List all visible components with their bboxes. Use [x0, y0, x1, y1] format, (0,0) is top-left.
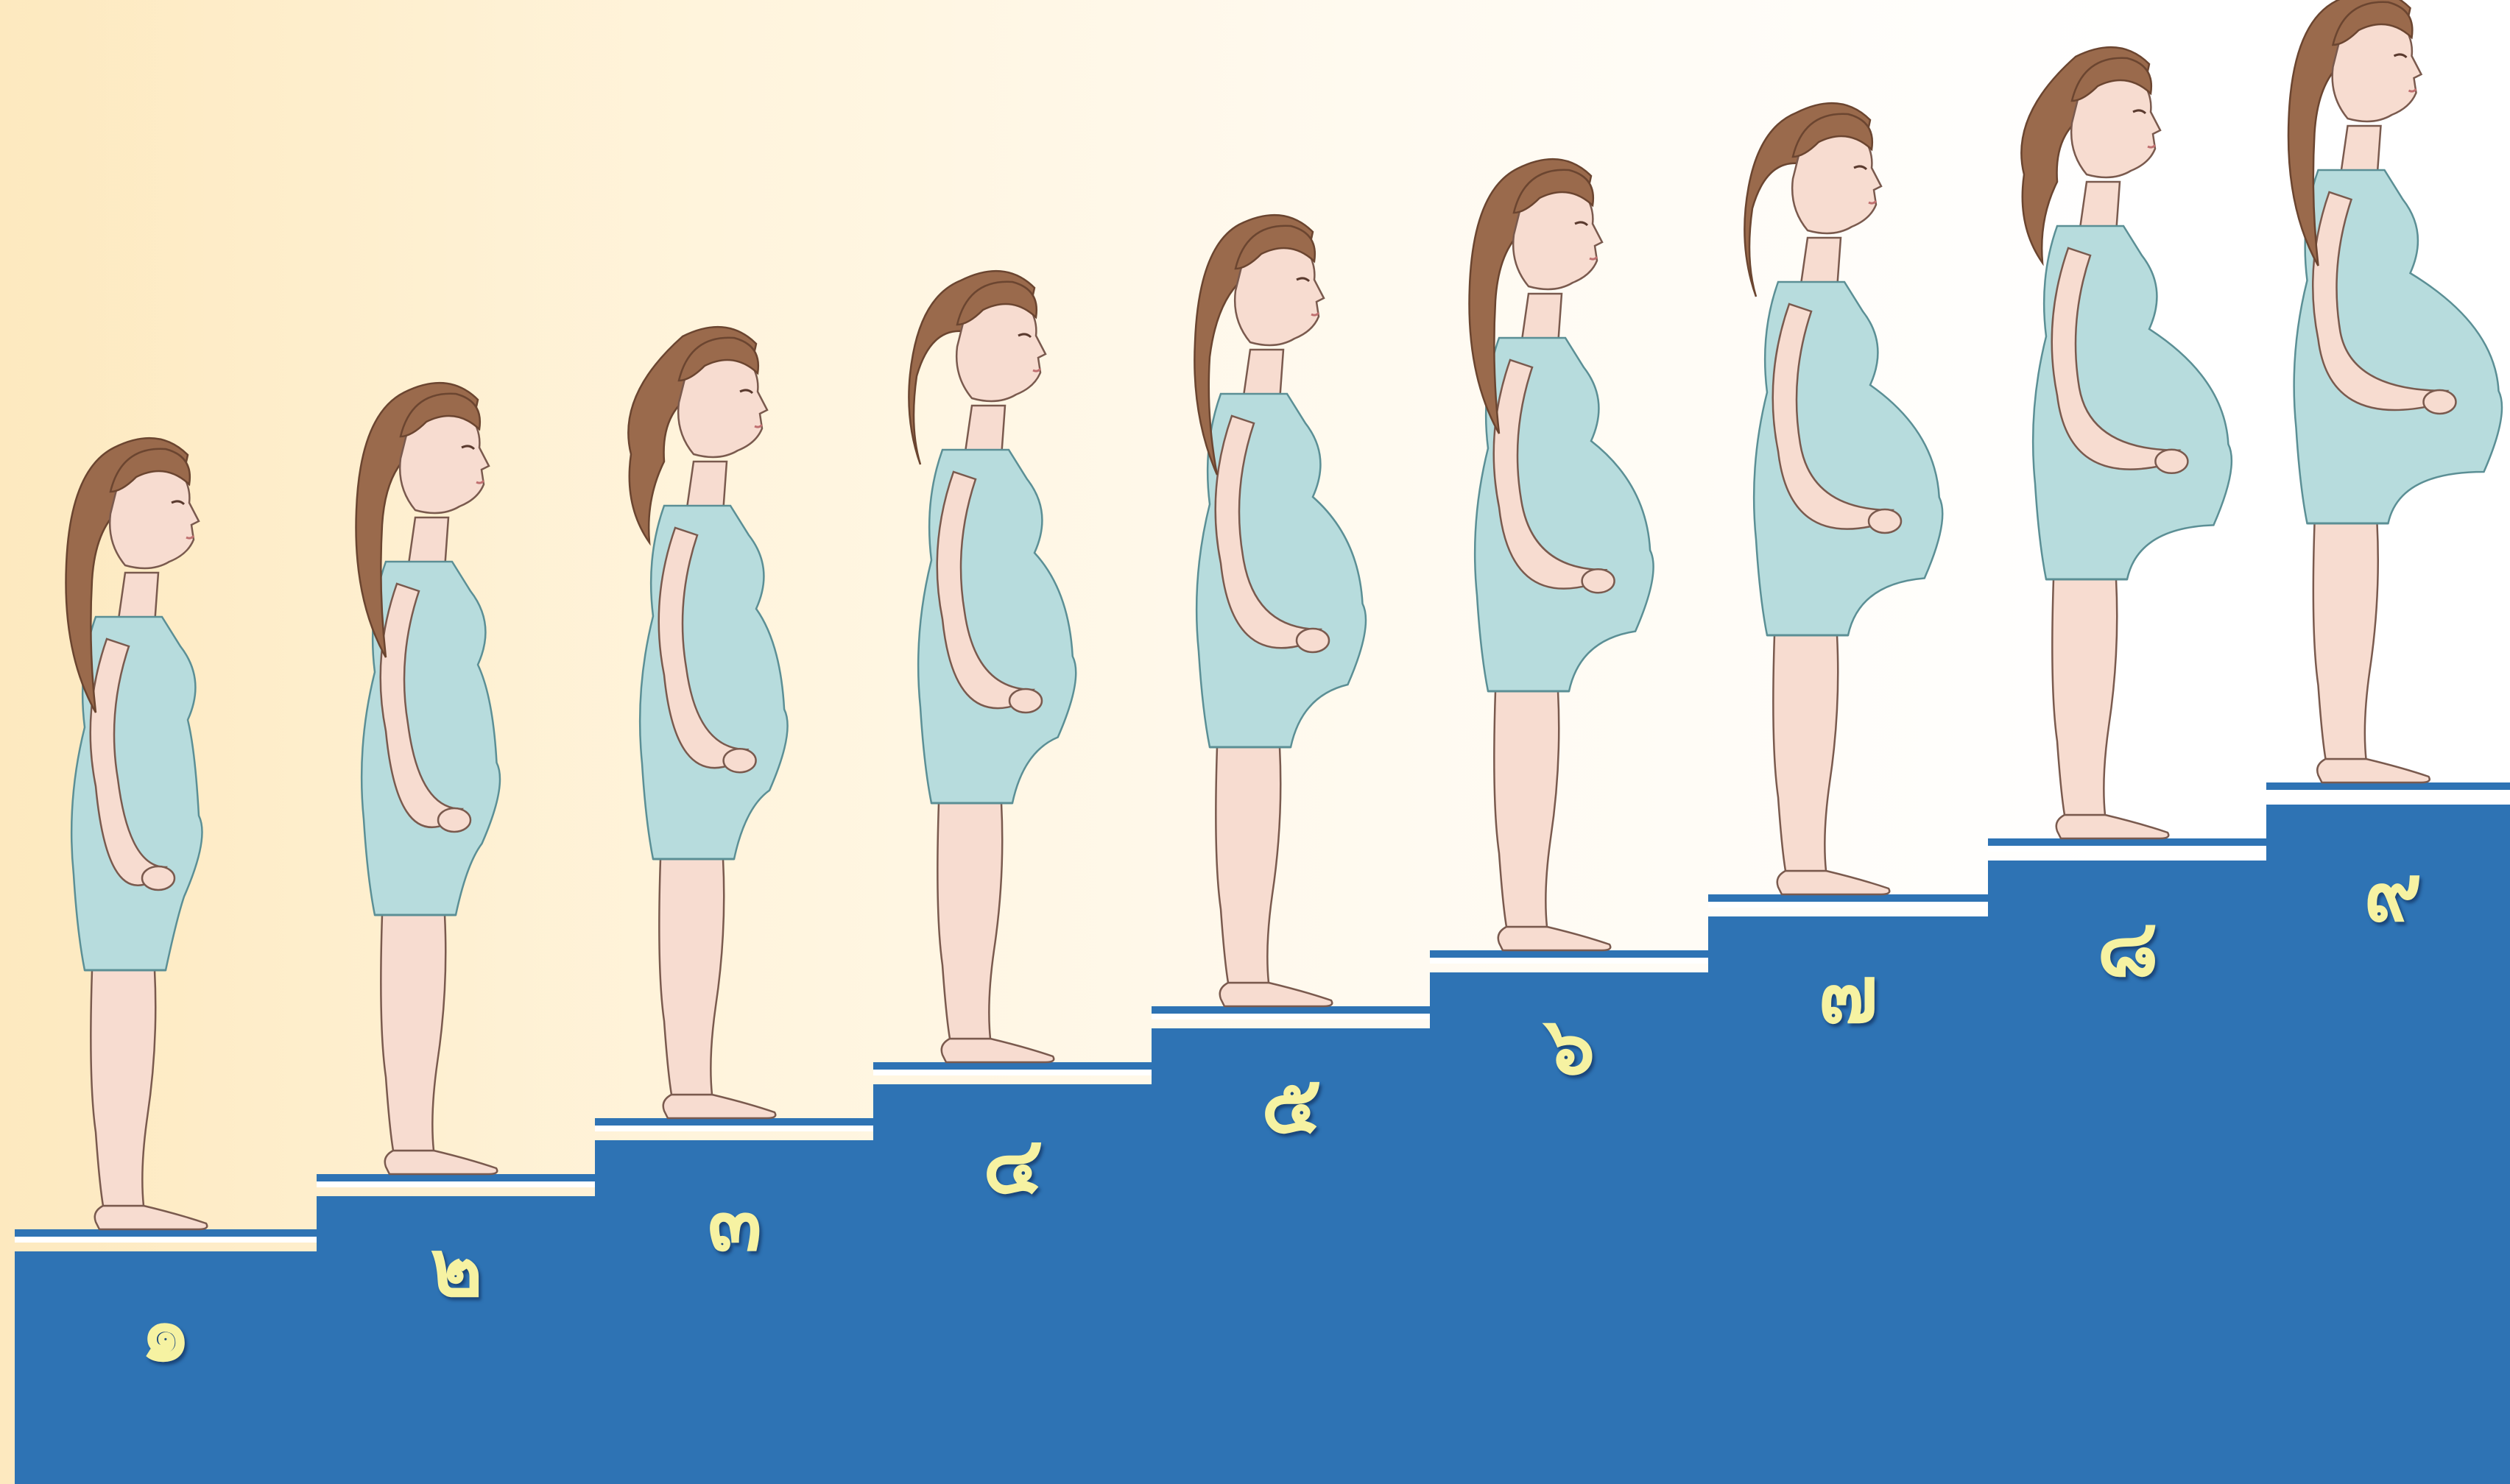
- legs: [2052, 579, 2117, 815]
- stair-nosing: [15, 1229, 317, 1237]
- hand: [724, 749, 756, 772]
- hand: [1009, 689, 1042, 713]
- legs: [2313, 523, 2378, 759]
- hand: [1582, 569, 1615, 593]
- stair-nosing: [1430, 950, 1708, 958]
- month-numeral-6: ๖: [1481, 1007, 1658, 1086]
- feet: [663, 1095, 776, 1118]
- pregnant-woman-month-4: [909, 271, 1076, 1062]
- stair-stripe: [1152, 1014, 1430, 1020]
- stair-nosing: [595, 1118, 873, 1126]
- legs: [1216, 747, 1280, 983]
- legs: [1494, 691, 1559, 927]
- feet: [1777, 871, 1890, 894]
- month-numeral-4: ๔: [925, 1126, 1101, 1206]
- feet: [942, 1039, 1054, 1062]
- pregnant-woman-month-2: [356, 383, 501, 1174]
- stair-nosing: [317, 1174, 595, 1181]
- feet: [95, 1206, 208, 1229]
- month-numeral-1: ๑: [77, 1294, 254, 1374]
- stair-stripe: [1430, 958, 1708, 964]
- month-numeral-5: ๕: [1203, 1066, 1380, 1145]
- pregnant-woman-month-5: [1194, 215, 1366, 1006]
- hand: [1869, 509, 1901, 533]
- pregnant-woman-month-6: [1470, 159, 1654, 950]
- stair-stripe: [15, 1237, 317, 1243]
- month-numeral-3: ๓: [646, 1184, 823, 1263]
- stair-stripe: [595, 1126, 873, 1131]
- hand: [1297, 629, 1329, 652]
- dress: [640, 506, 787, 859]
- feet: [2056, 815, 2169, 838]
- month-numeral-2: ๒: [368, 1229, 545, 1309]
- month-numeral-9: ๙: [2305, 854, 2481, 933]
- legs: [659, 859, 724, 1095]
- stair-stripe: [1708, 902, 1988, 908]
- stair-stripe: [1988, 846, 2266, 852]
- feet: [1498, 927, 1611, 950]
- legs: [937, 803, 1002, 1039]
- hand: [2155, 450, 2188, 473]
- month-numeral-7: ๗: [1760, 955, 1936, 1035]
- stair-nosing: [1152, 1006, 1430, 1014]
- stair-stripe: [317, 1181, 595, 1187]
- pregnant-woman-month-3: [628, 327, 787, 1118]
- stair-nosing: [873, 1062, 1152, 1070]
- stair-nosing: [1988, 838, 2266, 846]
- stair-nosing: [2266, 782, 2510, 790]
- dress: [918, 450, 1076, 803]
- legs: [381, 915, 445, 1151]
- stair-stripe: [2266, 790, 2510, 796]
- stair-stripe: [873, 1070, 1152, 1075]
- hand: [142, 866, 174, 890]
- feet: [2317, 759, 2430, 782]
- feet: [385, 1151, 498, 1174]
- pregnant-woman-month-8: [2021, 47, 2232, 838]
- legs: [1773, 635, 1838, 871]
- pregnant-woman-month-1: [66, 438, 208, 1229]
- pregnant-woman-month-9: [2288, 0, 2502, 782]
- feet: [1220, 983, 1333, 1006]
- pregnant-woman-month-7: [1744, 103, 1942, 894]
- hand: [438, 808, 470, 832]
- legs: [91, 970, 155, 1206]
- hand: [2424, 390, 2456, 414]
- month-numeral-8: ๘: [2040, 909, 2216, 989]
- stair-nosing: [1708, 894, 1988, 902]
